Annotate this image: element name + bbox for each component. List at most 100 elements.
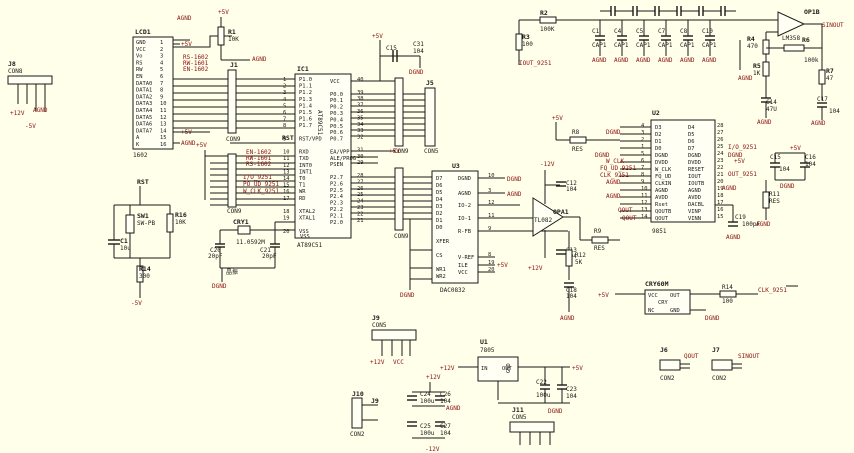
r7-body[interactable] [818, 69, 826, 85]
pm12-caps: +12V C24 100u C26 104 AGND C25 100u C27 … [407, 374, 461, 453]
c16-ref: C16 [805, 154, 816, 161]
dac-body[interactable] [431, 170, 479, 284]
con9-p2-body[interactable] [394, 167, 404, 231]
c17-agnd: AGND [811, 120, 826, 127]
c31-ref: C31 [413, 41, 424, 48]
opa1-body[interactable] [532, 197, 564, 237]
dds-left-pin: AVDD [655, 195, 668, 201]
r12-body[interactable] [565, 249, 573, 267]
lcd-pin-num: 9 [160, 94, 163, 100]
u1-body[interactable] [477, 356, 519, 382]
mcu-right-pin: P2.4 [330, 194, 343, 200]
j10-body[interactable] [351, 397, 363, 429]
r9-body[interactable] [591, 236, 609, 244]
j11-body[interactable] [509, 421, 555, 433]
r2-ref: R2 [540, 9, 548, 17]
osc-body[interactable] [644, 289, 691, 315]
cry1-body[interactable] [237, 225, 251, 235]
lcd-pin-label: DATA6 [136, 122, 152, 128]
op1b-body[interactable] [777, 11, 806, 37]
mcu-left-num: 16 [283, 189, 290, 195]
mcu-right-pin: PSEN [330, 162, 343, 168]
filter-cap-agnd: AGND [658, 57, 673, 64]
r5-value: 1K [753, 70, 761, 77]
j8-p12v: +12V [10, 110, 25, 117]
r16-body[interactable] [166, 213, 174, 233]
dds-right-pin: IOUTB [688, 181, 704, 187]
dac-ref: U3 [452, 162, 460, 170]
j8-body[interactable] [7, 75, 53, 85]
lcd-pin-label: DATA5 [136, 115, 152, 121]
j8-agnd: AGND [33, 107, 48, 114]
j1-body[interactable] [227, 69, 237, 134]
mnet-wclk: W_CLK_9251 [243, 188, 280, 195]
r4-body[interactable] [762, 39, 770, 55]
dds-left-num: 6 [641, 158, 644, 164]
opa1-agnd: AGND [560, 315, 575, 322]
c27-value: 104 [440, 430, 451, 437]
osc-pin-out: OUT [670, 293, 680, 299]
r8-p5v: +5V [552, 115, 563, 122]
dds-clk-net: CLK_9251 [600, 172, 629, 179]
dds-right-num: 23 [717, 158, 724, 164]
dds-left-num: 14 [641, 214, 648, 220]
lcd-pin-label: DATA4 [136, 108, 152, 114]
pot-body[interactable] [783, 44, 805, 52]
dds-right-num: 17 [717, 200, 724, 206]
c16-p5v: +5V [790, 145, 801, 152]
j6-body[interactable] [659, 359, 681, 371]
j7-body[interactable] [711, 359, 733, 371]
mcu-body[interactable] [294, 73, 352, 239]
mcu-right-pin: P2.2 [330, 207, 343, 213]
r8-body[interactable] [569, 136, 587, 144]
con9-right-body[interactable] [394, 77, 404, 147]
dds-right-pin: RESET [688, 167, 705, 173]
j9-p12v: +12V [370, 359, 385, 366]
mcu-left-pin: P1.2 [299, 90, 312, 96]
dds-body[interactable] [650, 119, 716, 223]
opa1-ref: OPA1 [553, 208, 569, 216]
dds-left-num: 3 [641, 130, 644, 136]
u1-pin-gnd: GND [506, 363, 512, 373]
dac-right-num: 8 [488, 252, 491, 258]
lcd-pin-num: 4 [160, 60, 163, 66]
dds-right-num: 25 [717, 144, 724, 150]
j8-m5v: -5V [25, 123, 36, 130]
con9-left-body[interactable] [227, 153, 237, 208]
sw1-body[interactable] [125, 214, 135, 234]
c12-ref: C12 [566, 180, 577, 187]
mcu-ref: IC1 [297, 65, 309, 73]
mcu-left-num: 13 [283, 169, 290, 175]
c25-value: 100u [420, 430, 435, 437]
mcu-left-num: 9 [283, 136, 286, 142]
r1-body[interactable] [217, 26, 225, 46]
r2-body[interactable] [539, 16, 557, 24]
mcu-right-num: 32 [357, 135, 364, 141]
dds-io-net: I/O_9251 [728, 144, 757, 151]
lcd-body[interactable] [132, 36, 174, 150]
j10-ref: J10 [352, 390, 364, 398]
sw1-part: SW-PB [137, 220, 155, 227]
mcu-right-pin: P2.7 [330, 175, 343, 181]
c24-value: 100u [420, 398, 435, 405]
connector-j7: J7 CON2 SINOUT [711, 346, 760, 382]
dds-right-pin: D6 [688, 139, 695, 145]
r5-body[interactable] [762, 61, 770, 77]
mcu-right-num: 22 [357, 211, 364, 217]
dds-left-num: 11 [641, 193, 648, 199]
dds-left-num: 4 [641, 123, 644, 129]
c1-value: 10u [120, 245, 131, 252]
mcu-left-num: 1 [283, 77, 286, 83]
dds-left-pin: D1 [655, 139, 662, 145]
r14-osc-body[interactable] [719, 290, 737, 298]
u1-pin-in: IN [481, 366, 488, 372]
j9-body[interactable] [371, 329, 417, 341]
mcu-left-pin: P1.0 [299, 77, 312, 83]
sw1-ref: SW1 [137, 212, 149, 220]
connector-j9: J9 CON5 +12V VCC [370, 314, 417, 366]
con9-right-part: CON9 [394, 148, 409, 155]
mcu-dgnd-top: DGND [409, 69, 424, 76]
j5-body[interactable] [424, 87, 436, 147]
osc-clk-net: CLK_9251 [758, 287, 787, 294]
